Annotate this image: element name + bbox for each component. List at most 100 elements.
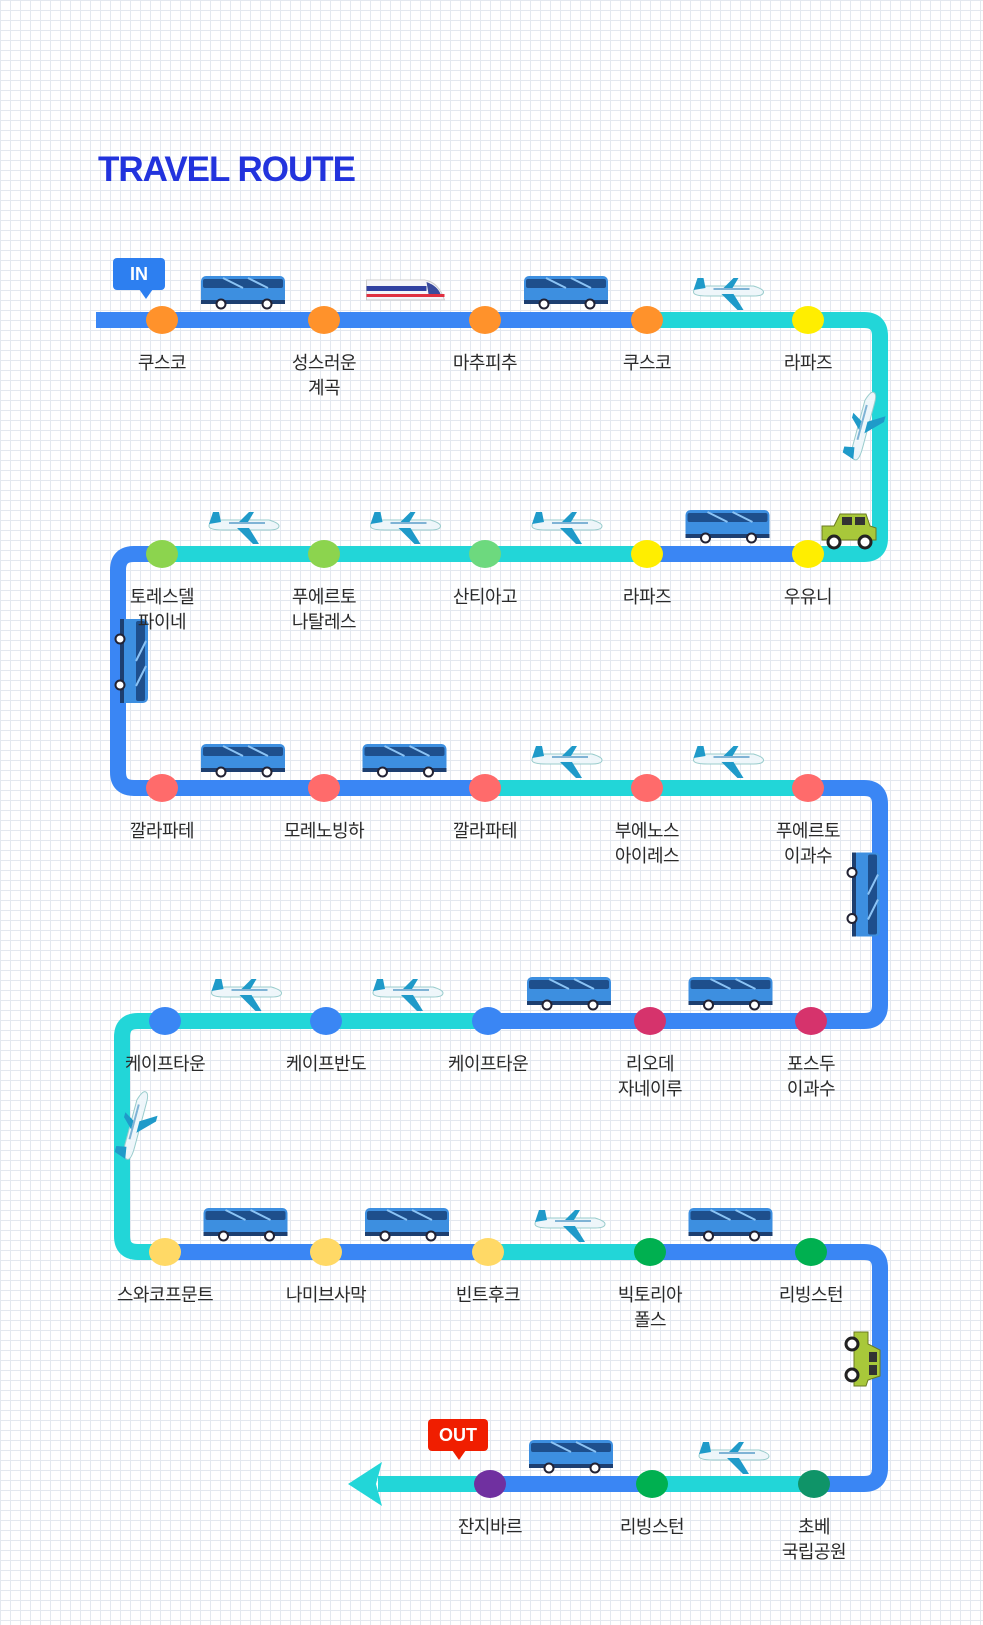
route-corner <box>863 312 888 337</box>
route-stops <box>146 306 830 1498</box>
stop-label: 리빙스턴 <box>778 1285 844 1306</box>
stop-label: 푸에르토 이과수 <box>775 821 841 867</box>
stop-label: 리빙스턴 <box>619 1517 685 1538</box>
bus-icon <box>524 276 608 310</box>
stop-marker <box>146 306 178 334</box>
stop-label: 빈트후크 <box>455 1285 521 1306</box>
stop-label: 마추피추 <box>452 353 518 374</box>
bus-icon <box>529 1440 613 1474</box>
airplane-icon <box>842 391 886 461</box>
airplane-icon <box>372 979 444 1011</box>
bus-icon <box>365 1208 449 1242</box>
airplane-icon <box>369 512 442 544</box>
stop-label: 리오데 자네이루 <box>617 1054 683 1100</box>
stop-label: 잔지바르 <box>457 1517 523 1538</box>
stop-label: 모레노빙하 <box>283 821 365 842</box>
airplane-icon <box>210 979 283 1011</box>
in-tag: IN <box>113 258 165 299</box>
stop-marker <box>631 774 663 802</box>
stop-marker <box>474 1470 506 1498</box>
stop-marker <box>631 540 663 568</box>
stop-label: 나미브사막 <box>285 1285 367 1306</box>
stop-marker <box>634 1007 666 1035</box>
stop-marker <box>310 1238 342 1266</box>
route-corner <box>863 1244 888 1269</box>
stop-marker <box>792 306 824 334</box>
stop-marker <box>792 774 824 802</box>
route-corner <box>114 1013 139 1038</box>
stop-marker <box>472 1238 504 1266</box>
out-tag: OUT <box>428 1419 488 1460</box>
bus-icon <box>527 977 611 1011</box>
stop-marker <box>636 1470 668 1498</box>
stop-marker <box>795 1238 827 1266</box>
stop-marker <box>308 540 340 568</box>
route-corner <box>863 1004 888 1029</box>
stop-marker <box>469 540 501 568</box>
stop-label: 쿠스코 <box>622 353 672 374</box>
airplane-icon <box>534 1210 606 1242</box>
stop-label: 쿠스코 <box>137 353 187 374</box>
bus-icon <box>685 510 770 544</box>
route-corner <box>863 780 888 805</box>
stop-label: 라파즈 <box>622 587 672 608</box>
airplane-icon <box>208 512 280 544</box>
stop-marker <box>631 306 663 334</box>
exit-arrow <box>348 1462 382 1506</box>
route-vehicles <box>114 276 886 1474</box>
stop-marker <box>472 1007 504 1035</box>
stop-label: 케이프타운 <box>124 1054 206 1075</box>
stop-label: 푸에르토 나탈레스 <box>291 587 357 633</box>
stop-marker <box>469 306 501 334</box>
bus-icon <box>201 744 285 778</box>
stop-marker <box>634 1238 666 1266</box>
stop-label: 토레스델 파이네 <box>129 587 195 633</box>
route-corner <box>110 546 135 571</box>
bus-icon <box>362 744 447 778</box>
stop-label: 초베 국립공원 <box>781 1517 847 1563</box>
stop-marker <box>308 306 340 334</box>
stop-label: 우유니 <box>783 587 833 608</box>
airplane-icon <box>531 746 603 778</box>
bus-icon <box>688 977 773 1011</box>
stop-label: 라파즈 <box>783 353 833 374</box>
stop-label: 스와코프문트 <box>116 1285 214 1306</box>
stop-label: 성스러운 계곡 <box>291 353 357 399</box>
page-title: TRAVEL ROUTE <box>98 150 356 189</box>
airplane-icon <box>531 512 603 544</box>
stop-marker <box>310 1007 342 1035</box>
bus-icon <box>203 1208 288 1242</box>
route-corner <box>114 1235 139 1260</box>
stop-label: 깔라파테 <box>452 821 518 842</box>
jeep-icon <box>821 513 877 550</box>
train-icon <box>366 279 446 301</box>
stop-marker <box>798 1470 830 1498</box>
bus-icon <box>201 276 285 310</box>
stop-marker <box>308 774 340 802</box>
stop-label: 부에노스 아이레스 <box>614 821 680 867</box>
route-corner <box>863 537 888 562</box>
stop-label: 산티아고 <box>452 587 518 608</box>
stop-label: 빅토리아 폴스 <box>617 1285 683 1331</box>
route-corner <box>863 1467 888 1492</box>
stop-marker <box>469 774 501 802</box>
stop-label: 케이프타운 <box>447 1054 529 1075</box>
airplane-icon <box>692 746 765 778</box>
airplane-icon <box>698 1442 770 1474</box>
stop-marker <box>149 1238 181 1266</box>
route-corner <box>110 771 135 796</box>
stop-marker <box>792 540 824 568</box>
airplane-icon <box>114 1091 158 1160</box>
stop-label: 케이프반도 <box>285 1054 367 1075</box>
stop-marker <box>795 1007 827 1035</box>
route-lines <box>96 312 888 1506</box>
stop-label: 포스두 이과수 <box>786 1054 836 1100</box>
stop-marker <box>146 774 178 802</box>
bus-icon <box>846 852 880 937</box>
bus-icon <box>688 1208 773 1242</box>
jeep-icon <box>844 1331 881 1387</box>
stop-marker <box>146 540 178 568</box>
stop-marker <box>149 1007 181 1035</box>
airplane-icon <box>692 278 765 310</box>
